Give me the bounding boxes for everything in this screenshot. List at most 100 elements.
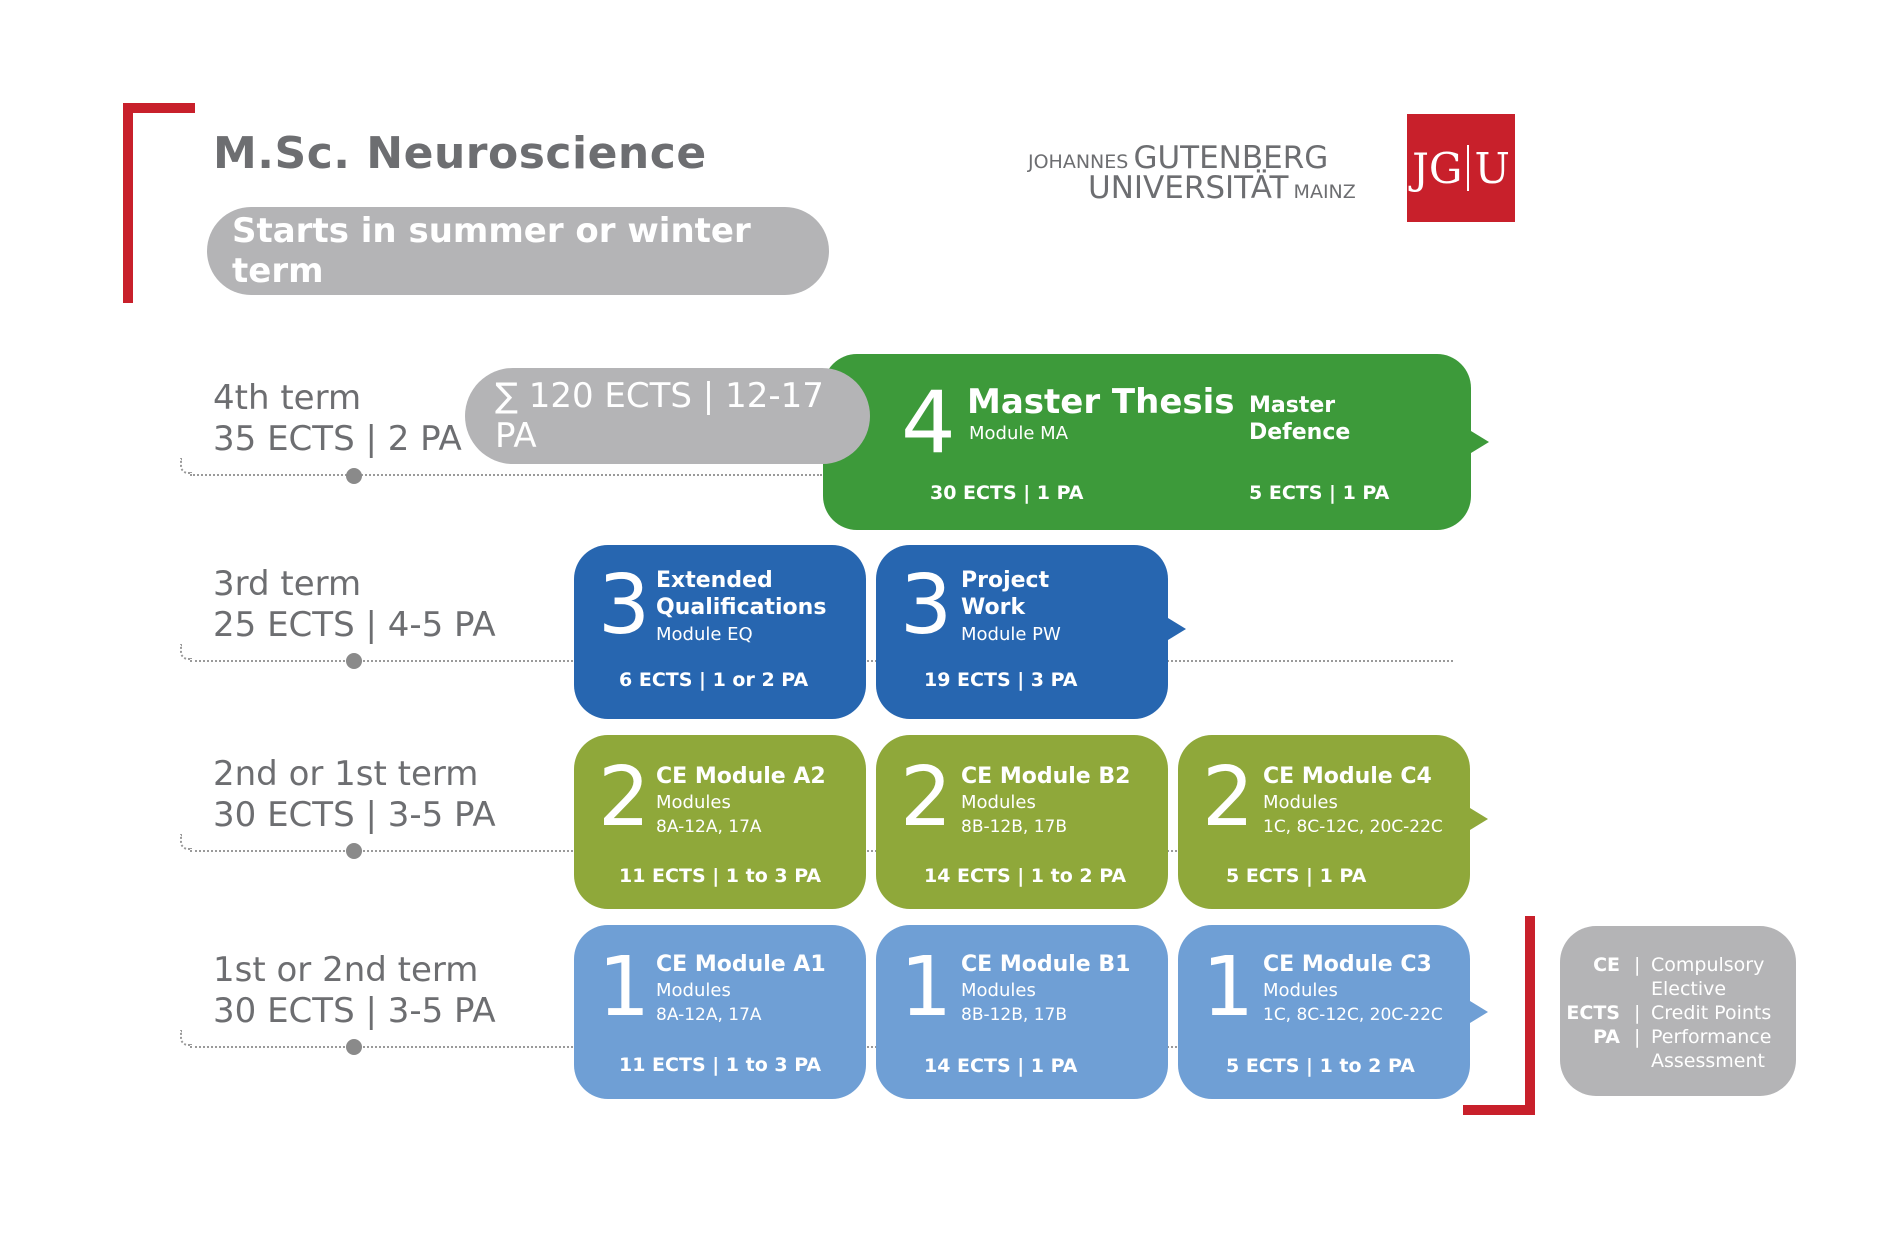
defence-name-1: Master bbox=[1249, 393, 1336, 418]
module-code: Module PW bbox=[961, 624, 1061, 645]
module-name: CE Module B1 bbox=[961, 952, 1131, 977]
university-logo-text: JOHANNES GUTENBERG UNIVERSITÄT MAINZ bbox=[1028, 140, 1368, 206]
term-name: 1st or 2nd term bbox=[213, 950, 479, 990]
legend-value-ce-1: Compulsory bbox=[1651, 954, 1765, 976]
term-label-4: 4th term 35 ECTS | 2 PA bbox=[213, 378, 462, 460]
arrow-marker bbox=[1168, 618, 1186, 640]
timeline-dot bbox=[346, 468, 362, 484]
defence-ects: 5 ECTS | 1 PA bbox=[1249, 482, 1390, 504]
term-name: 3rd term bbox=[213, 564, 362, 604]
arrow-marker bbox=[1471, 431, 1489, 453]
module-sub-1: Modules bbox=[961, 980, 1036, 1001]
timeline-hook bbox=[180, 834, 192, 850]
module-number: 1 bbox=[1202, 940, 1255, 1035]
module-b2-card: 2 CE Module B2 Modules 8B-12B, 17B 14 EC… bbox=[876, 735, 1168, 909]
module-name: CE Module C4 bbox=[1263, 764, 1432, 789]
module-eq-card: 3 Extended Qualifications Module EQ 6 EC… bbox=[574, 545, 866, 719]
module-number: 2 bbox=[1202, 750, 1255, 845]
module-name-2: Work bbox=[961, 595, 1026, 620]
module-ects: 19 ECTS | 3 PA bbox=[924, 669, 1078, 691]
legend-key-pa: PA bbox=[1593, 1026, 1620, 1048]
module-sub-1: Modules bbox=[656, 980, 731, 1001]
module-name: CE Module A2 bbox=[656, 764, 826, 789]
master-thesis-card: 4 Master Thesis Module MA 30 ECTS | 1 PA… bbox=[823, 354, 1471, 530]
module-sub-1: Modules bbox=[961, 792, 1036, 813]
timeline-hook bbox=[180, 1030, 192, 1046]
term-credits: 35 ECTS | 2 PA bbox=[213, 419, 462, 459]
module-sub-2: 8B-12B, 17B bbox=[961, 1005, 1068, 1025]
timeline-dot bbox=[346, 1039, 362, 1055]
module-number: 3 bbox=[598, 558, 651, 653]
timeline-hook bbox=[180, 458, 192, 474]
module-ects: 14 ECTS | 1 PA bbox=[924, 1055, 1078, 1077]
term-label-2: 2nd or 1st term 30 ECTS | 3-5 PA bbox=[213, 754, 496, 836]
module-number: 2 bbox=[598, 750, 651, 845]
module-sub-1: Modules bbox=[1263, 792, 1338, 813]
module-number: 1 bbox=[598, 940, 651, 1035]
module-sub-2: 1C, 8C-12C, 20C-22C bbox=[1263, 817, 1443, 837]
logo-mark-u: U bbox=[1474, 143, 1510, 193]
legend-value-ce-2: Elective bbox=[1651, 978, 1727, 1000]
logo-gutenberg: GUTENBERG bbox=[1133, 140, 1329, 176]
module-ects: 6 ECTS | 1 or 2 PA bbox=[619, 669, 809, 691]
term-name: 2nd or 1st term bbox=[213, 754, 479, 794]
module-name-2: Qualifications bbox=[656, 595, 827, 620]
defence-name-2: Defence bbox=[1249, 420, 1351, 445]
module-c4-card: 2 CE Module C4 Modules 1C, 8C-12C, 20C-2… bbox=[1178, 735, 1470, 909]
module-pw-card: 3 Project Work Module PW 19 ECTS | 3 PA bbox=[876, 545, 1168, 719]
module-name: CE Module A1 bbox=[656, 952, 826, 977]
module-number: 2 bbox=[900, 750, 953, 845]
term-label-3: 3rd term 25 ECTS | 4-5 PA bbox=[213, 564, 496, 646]
term-name: 4th term bbox=[213, 378, 362, 418]
legend-key-ce: CE bbox=[1593, 954, 1620, 976]
module-ects: 5 ECTS | 1 to 2 PA bbox=[1226, 1055, 1415, 1077]
timeline-4 bbox=[190, 474, 822, 476]
legend-value-pa-2: Assessment bbox=[1651, 1050, 1765, 1072]
module-ects: 11 ECTS | 1 to 3 PA bbox=[619, 865, 822, 887]
start-term-note: Starts in summer or winter term bbox=[207, 207, 829, 295]
module-code: Module MA bbox=[969, 423, 1069, 444]
module-b1-card: 1 CE Module B1 Modules 8B-12B, 17B 14 EC… bbox=[876, 925, 1168, 1099]
module-a1-card: 1 CE Module A1 Modules 8A-12A, 17A 11 EC… bbox=[574, 925, 866, 1099]
timeline-hook bbox=[180, 644, 192, 660]
arrow-marker bbox=[1470, 808, 1488, 830]
module-sub-2: 8B-12B, 17B bbox=[961, 817, 1068, 837]
module-sub-1: Modules bbox=[1263, 980, 1338, 1001]
arrow-marker bbox=[1470, 1001, 1488, 1023]
legend-separator: | bbox=[1634, 1026, 1641, 1048]
module-name: CE Module B2 bbox=[961, 764, 1131, 789]
total-credits-pill: ∑ 120 ECTS | 12-17 PA bbox=[465, 368, 870, 464]
legend-separator: | bbox=[1634, 954, 1641, 976]
module-sub-2: 8A-12A, 17A bbox=[656, 817, 762, 837]
module-ects: 14 ECTS | 1 to 2 PA bbox=[924, 865, 1127, 887]
term-credits: 30 ECTS | 3-5 PA bbox=[213, 991, 496, 1031]
module-ects: 11 ECTS | 1 to 3 PA bbox=[619, 1054, 822, 1076]
legend-key-ects: ECTS bbox=[1566, 1002, 1620, 1024]
page-title: M.Sc. Neuroscience bbox=[213, 128, 707, 179]
module-number: 3 bbox=[900, 558, 953, 653]
module-code: Module EQ bbox=[656, 624, 753, 645]
logo-universitaet: UNIVERSITÄT bbox=[1088, 170, 1289, 206]
module-name-1: Project bbox=[961, 568, 1050, 593]
logo-mark-jg: JG bbox=[1412, 143, 1463, 193]
term-label-1: 1st or 2nd term 30 ECTS | 3-5 PA bbox=[213, 950, 496, 1032]
logo-mainz: MAINZ bbox=[1293, 181, 1356, 203]
legend-value-pa-1: Performance bbox=[1651, 1026, 1772, 1048]
module-c3-card: 1 CE Module C3 Modules 1C, 8C-12C, 20C-2… bbox=[1178, 925, 1470, 1099]
module-name: Master Thesis bbox=[967, 382, 1235, 422]
module-ects: 30 ECTS | 1 PA bbox=[930, 482, 1084, 504]
term-credits: 30 ECTS | 3-5 PA bbox=[213, 795, 496, 835]
logo-johannes: JOHANNES bbox=[1028, 151, 1129, 173]
module-name: CE Module C3 bbox=[1263, 952, 1432, 977]
legend-separator: | bbox=[1634, 1002, 1641, 1024]
module-sub-1: Modules bbox=[656, 792, 731, 813]
module-sub-2: 1C, 8C-12C, 20C-22C bbox=[1263, 1005, 1443, 1025]
abbreviation-legend: CE | Compulsory Elective ECTS | Credit P… bbox=[1560, 926, 1796, 1096]
module-ects: 5 ECTS | 1 PA bbox=[1226, 865, 1367, 887]
timeline-dot bbox=[346, 653, 362, 669]
module-number: 1 bbox=[900, 940, 953, 1035]
module-a2-card: 2 CE Module A2 Modules 8A-12A, 17A 11 EC… bbox=[574, 735, 866, 909]
term-credits: 25 ECTS | 4-5 PA bbox=[213, 605, 496, 645]
module-number: 4 bbox=[901, 373, 956, 473]
